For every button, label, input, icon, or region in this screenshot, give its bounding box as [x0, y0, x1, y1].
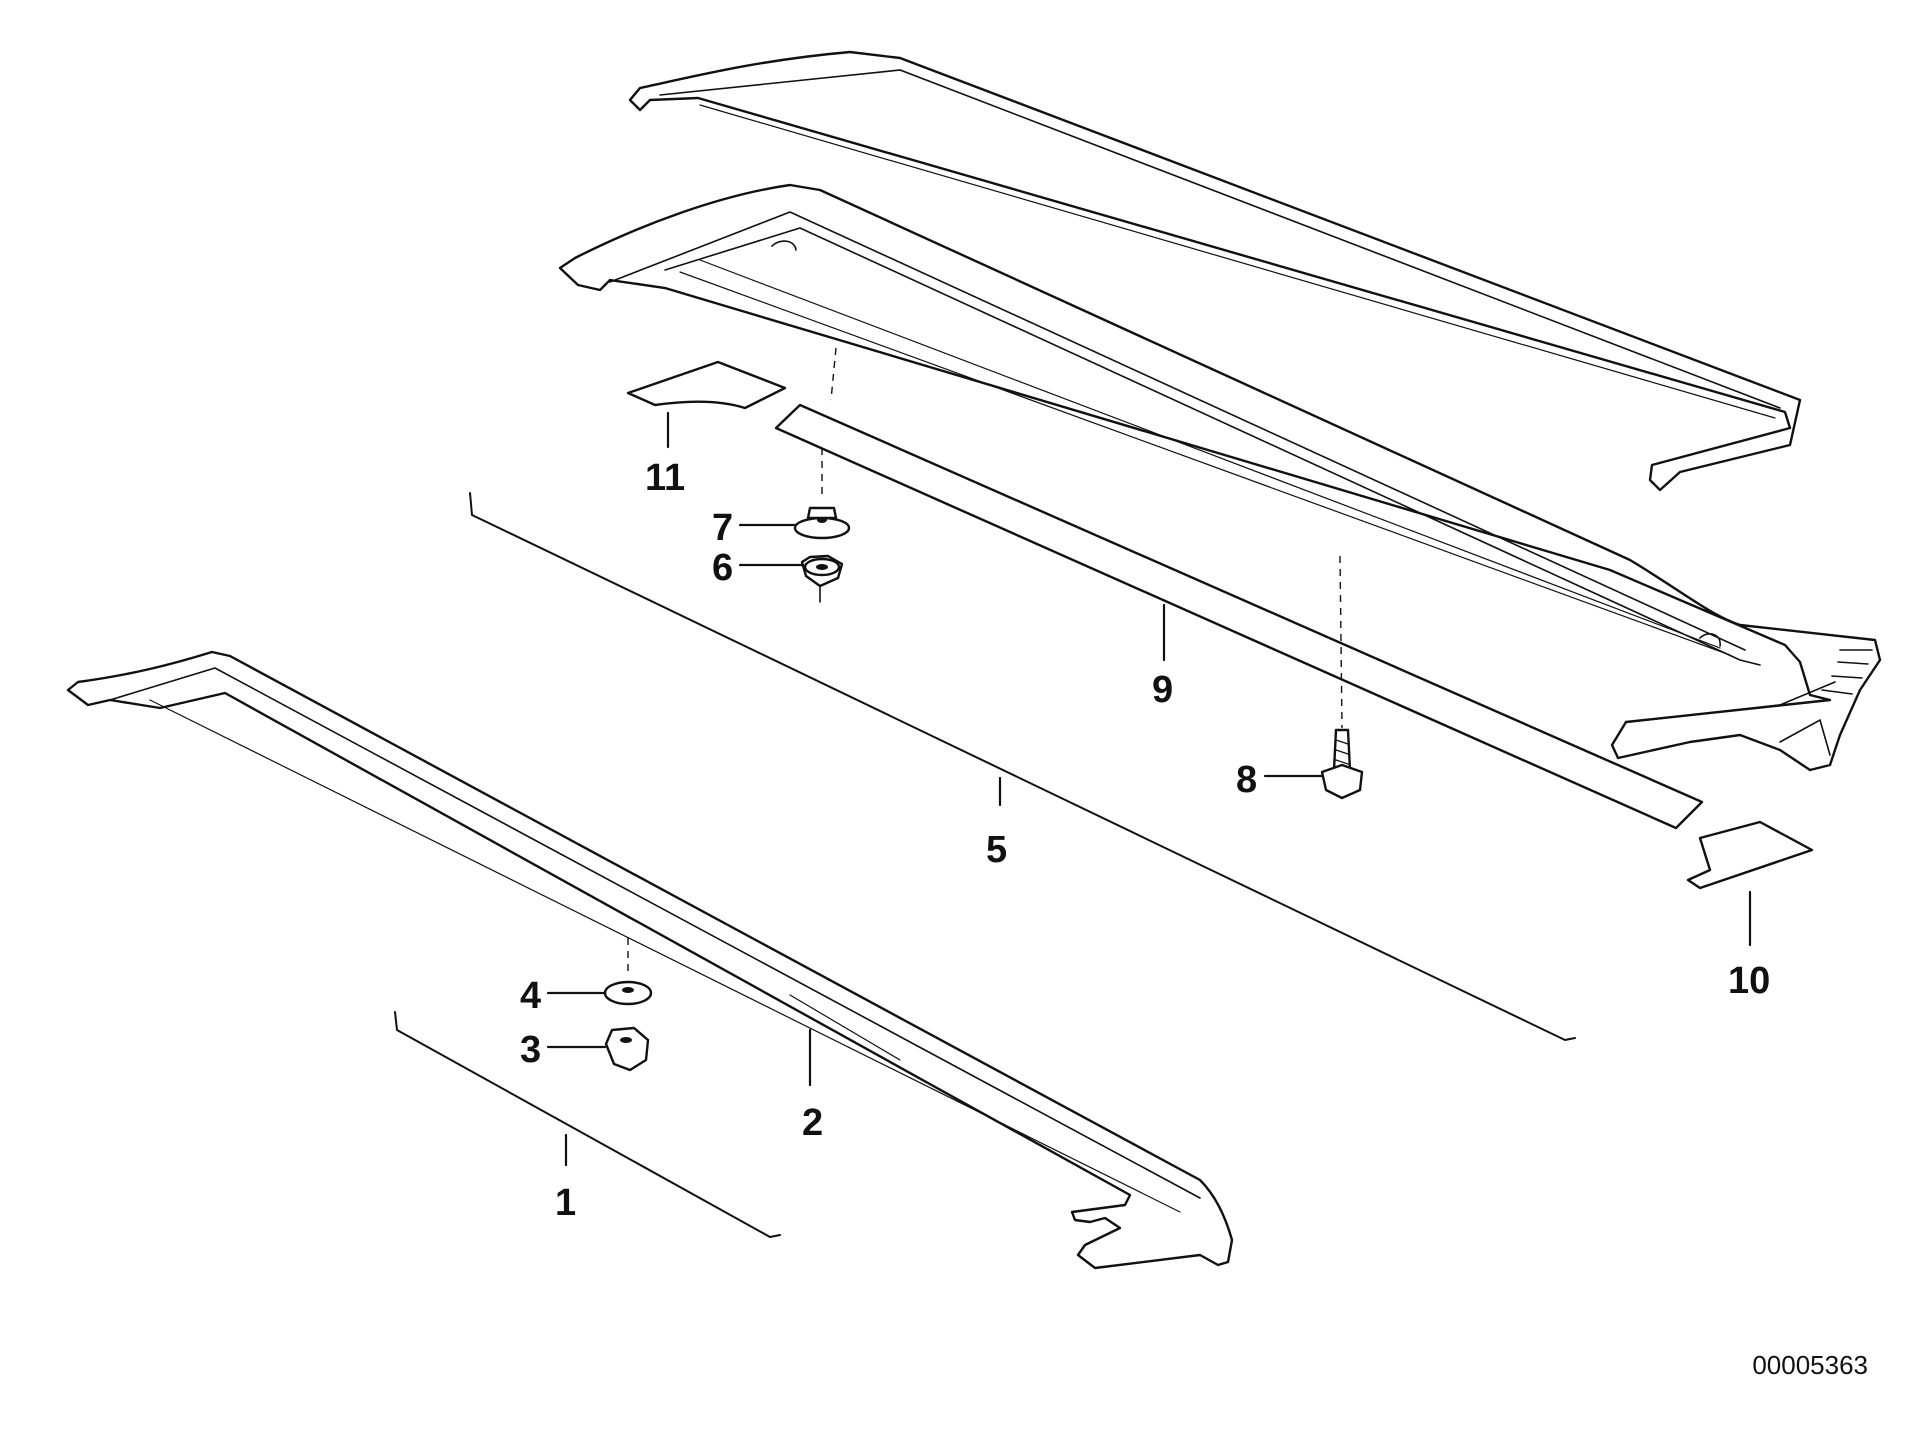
callout-6: 6 [712, 547, 733, 589]
fastener-6 [800, 554, 844, 603]
callout-11: 11 [645, 457, 685, 499]
fastener-3 [604, 1026, 650, 1072]
pad-right [1686, 820, 1814, 890]
fastener-4 [603, 980, 653, 1006]
callout-7: 7 [712, 507, 733, 549]
spoiler-top-cover [628, 50, 1802, 492]
leader-lines [394, 411, 1752, 1238]
seal-strip [774, 403, 1704, 830]
lower-trim [66, 650, 1234, 1270]
callout-3: 3 [520, 1029, 541, 1071]
fastener-8 [1320, 728, 1364, 800]
pad-left [626, 360, 787, 410]
callout-4: 4 [520, 975, 541, 1017]
spoiler-main-body [558, 183, 1882, 772]
callout-2: 2 [802, 1102, 823, 1144]
assembly-lines [627, 347, 1343, 975]
callout-5: 5 [986, 829, 1007, 871]
callout-10: 10 [1728, 960, 1770, 1002]
callout-labels: 1 2 3 4 5 6 7 8 9 10 11 [520, 457, 1770, 1224]
callout-8: 8 [1236, 759, 1257, 801]
image-code: 00005363 [1752, 1350, 1868, 1380]
callout-1: 1 [555, 1182, 576, 1224]
callout-9: 9 [1152, 669, 1173, 711]
fastener-7 [793, 506, 851, 540]
